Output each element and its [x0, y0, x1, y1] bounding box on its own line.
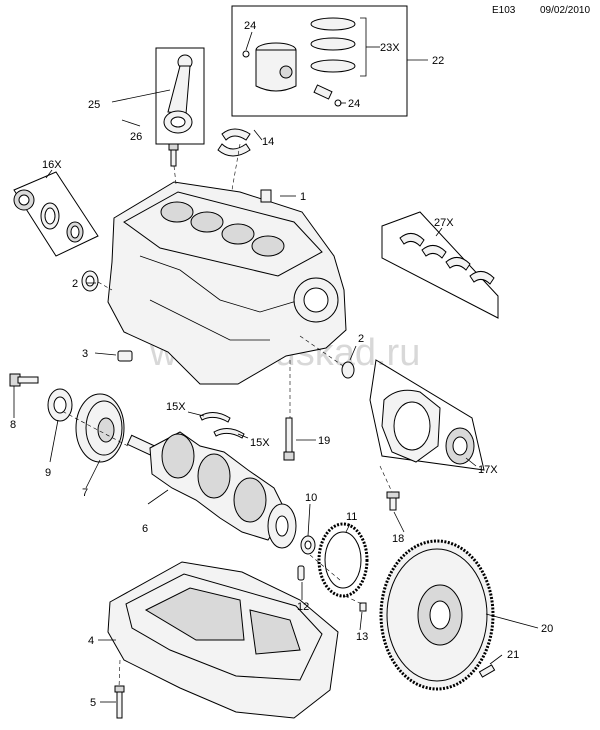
- callout-labels: 1 2 2 3 4 5 6 7 8 9 10 11 12 13 14 15X 1…: [10, 20, 553, 709]
- pulley-hub: [47, 388, 73, 422]
- callout-2-front: 2: [72, 278, 78, 290]
- block-sensor: [117, 350, 133, 362]
- diagram-date: 09/02/2010: [540, 5, 590, 16]
- oil-pan: [107, 561, 339, 719]
- callout-15x-top: 15X: [166, 401, 186, 413]
- flywheel: [379, 539, 495, 691]
- callout-24-top: 24: [244, 20, 256, 32]
- main-bearing-kit-box: [381, 211, 499, 319]
- housing-bolt: [386, 491, 400, 511]
- diagram-code: E103: [492, 5, 516, 16]
- callout-25: 25: [88, 99, 100, 111]
- rear-seal-housing: [381, 389, 441, 463]
- callout-12: 12: [297, 601, 309, 613]
- front-crank-seal: [81, 270, 99, 292]
- callout-3: 3: [82, 348, 88, 360]
- reluctor-bolt: [359, 602, 367, 612]
- pulley-bolt: [9, 373, 39, 387]
- callout-22: 22: [432, 55, 444, 67]
- callout-19: 19: [318, 435, 330, 447]
- callout-5: 5: [90, 697, 96, 709]
- connecting-rod: [163, 54, 193, 134]
- dowel-pin: [297, 565, 305, 581]
- main-bearing-shells: [399, 233, 495, 285]
- connecting-rod-box: [155, 47, 205, 167]
- rear-seal-kit-box: [369, 359, 485, 471]
- piston: [255, 42, 297, 92]
- callout-4: 4: [88, 635, 94, 647]
- main-cap-bolt: [283, 417, 295, 461]
- rod-bolt: [168, 143, 179, 167]
- piston-pin: [313, 84, 333, 100]
- callout-15x-bottom: 15X: [250, 437, 270, 449]
- pilot-bearing: [300, 535, 316, 555]
- callout-10: 10: [305, 492, 317, 504]
- oil-pan-bolt: [114, 685, 125, 719]
- crank-pulley: [75, 393, 125, 463]
- flywheel-bolt: [478, 664, 496, 678]
- callout-8: 8: [10, 419, 16, 431]
- callout-1: 1: [300, 191, 306, 203]
- callout-9: 9: [45, 467, 51, 479]
- callout-2-rear: 2: [358, 333, 364, 345]
- callout-7: 7: [82, 487, 88, 499]
- circlip-top: [242, 50, 250, 58]
- assembly-lines: [59, 143, 393, 689]
- thrust-washers: [199, 412, 245, 439]
- callout-14: 14: [262, 136, 274, 148]
- callout-6: 6: [142, 523, 148, 535]
- crankshaft: [126, 431, 297, 549]
- callout-23x: 23X: [380, 42, 400, 54]
- rear-oil-seal: [445, 427, 475, 465]
- callout-21: 21: [507, 649, 519, 661]
- callout-27x: 27X: [434, 217, 454, 229]
- rod-bearing-shells: [217, 128, 251, 157]
- piston-kit-box: [231, 5, 428, 117]
- callout-18: 18: [392, 533, 404, 545]
- block-plug: [260, 189, 272, 203]
- leader-lines: [13, 31, 539, 703]
- callout-17x: 17X: [478, 464, 498, 476]
- rear-crank-seal: [341, 361, 355, 379]
- cylinder-block: [107, 181, 347, 385]
- front-seal-kit-box: [13, 171, 99, 257]
- callout-26: 26: [130, 131, 142, 143]
- piston-rings: [310, 17, 356, 73]
- reluctor-ring: [317, 522, 369, 598]
- callout-24-bottom: 24: [348, 98, 360, 110]
- callout-13: 13: [356, 631, 368, 643]
- callout-16x: 16X: [42, 159, 62, 171]
- callout-20: 20: [541, 623, 553, 635]
- callout-11: 11: [346, 511, 357, 523]
